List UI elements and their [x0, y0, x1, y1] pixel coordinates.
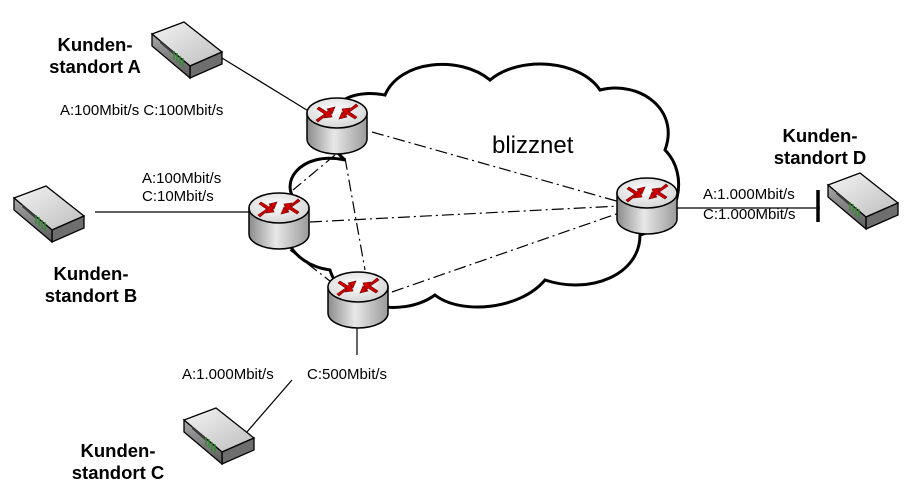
site-b-label-line1: Kunden- — [53, 263, 129, 284]
site-d-label-line1: Kunden- — [782, 125, 858, 146]
mesh-links — [289, 131, 623, 293]
site-c-label-line1: Kunden- — [80, 440, 156, 461]
site-a-label-line1: Kunden- — [57, 34, 133, 55]
router-icon — [616, 177, 678, 235]
cloud-label: blizznet — [492, 132, 574, 159]
modem-icon — [13, 185, 85, 243]
site-d-speed-a: A:1.000Mbit/s — [703, 186, 795, 203]
modem-icon — [183, 407, 255, 465]
site-a-label: Kunden- standort A — [40, 34, 150, 78]
site-c-speed-a: A:1.000Mbit/s — [182, 366, 274, 383]
site-a-speeds: A:100Mbit/s C:100Mbit/s — [60, 102, 224, 119]
site-c-label-line2: standort C — [71, 462, 165, 483]
site-d-label-line2: standort D — [773, 147, 867, 168]
site-a-label-line2: standort A — [49, 56, 141, 77]
router-icon — [327, 271, 389, 329]
access-links — [95, 57, 820, 441]
site-d-speed-c: C:1.000Mbit/s — [703, 206, 796, 223]
site-b-label: Kunden- standort B — [36, 263, 146, 307]
site-c-speed-c: C:500Mbit/s — [307, 366, 388, 383]
router-icon — [248, 192, 310, 250]
site-b-speed-a: A:100Mbit/s — [142, 170, 222, 187]
router-icon — [306, 97, 368, 155]
site-d-label: Kunden- standort D — [760, 125, 880, 169]
modem-icon — [827, 172, 899, 230]
site-c-label: Kunden- standort C — [58, 440, 178, 484]
cloud-shape — [284, 62, 681, 309]
site-b-speed-c: C:10Mbit/s — [142, 188, 214, 205]
modem-icon — [151, 21, 223, 79]
site-b-label-line2: standort B — [44, 285, 138, 306]
